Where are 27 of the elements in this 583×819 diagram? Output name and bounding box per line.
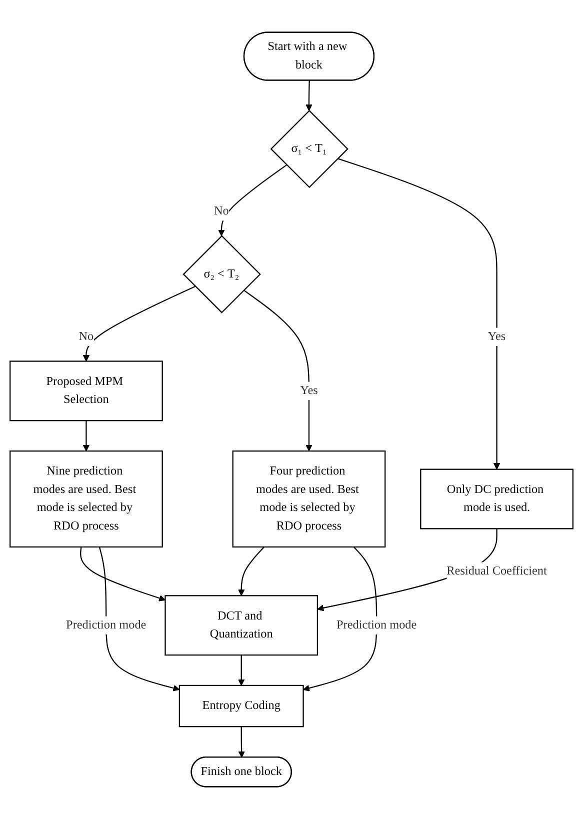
edge-label: Yes [300,384,318,397]
arrow [238,546,265,596]
arrow [238,655,245,686]
arrow [302,546,378,692]
arrow [82,420,90,452]
node-box: Proposed MPM Selection [10,360,163,422]
arrow [82,286,196,362]
node-box: DCT and Quantization [164,595,318,656]
arrow [218,164,287,236]
arrow [338,158,500,470]
arrow [238,726,245,758]
node-box: Four prediction modes are used. Best mode is selected by RDO process [232,450,386,548]
node-box: Only DC prediction mode is used. [420,468,574,530]
arrow [243,290,312,452]
edge-label: Prediction mode [336,618,417,632]
edge-label: Prediction mode [66,618,146,632]
node-diamond: σ₂ < T₂ [182,235,261,314]
arrow [98,546,180,692]
edge-label: No [78,330,94,343]
arrow [80,546,166,602]
node-diamond: σ₁ < T₁ [270,110,348,188]
arrow [306,80,312,111]
edge-label: Yes [488,330,506,343]
edge-label: Residual Coefficient [446,564,547,578]
node-box: Nine prediction modes are used. Best mode is selected by RDO process [10,450,163,548]
edge-label: No [214,204,229,218]
node-box: Entropy Coding [178,684,304,728]
